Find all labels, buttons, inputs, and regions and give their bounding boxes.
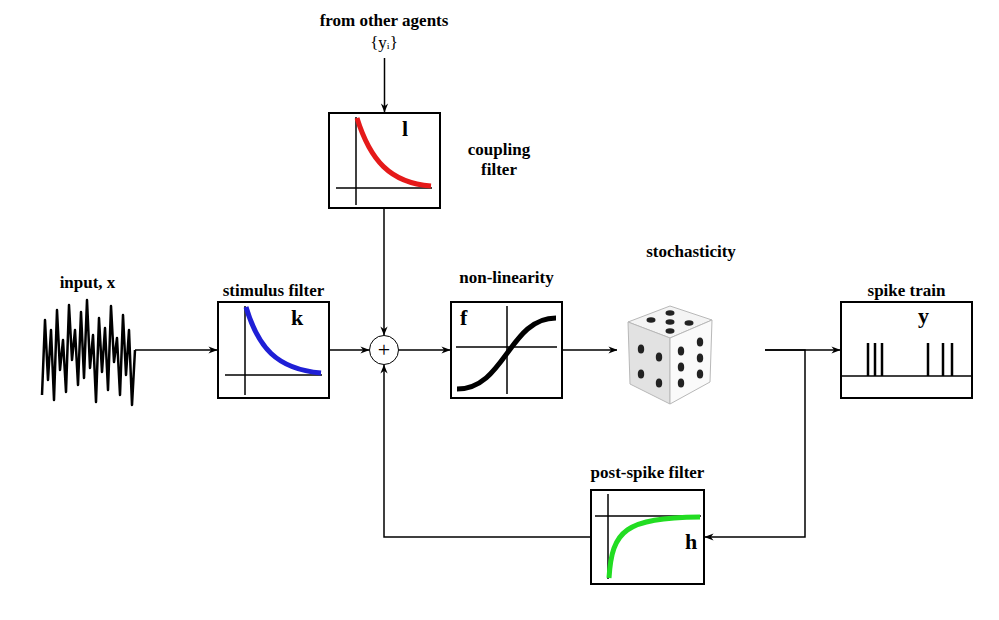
dice-pip	[685, 320, 694, 326]
stimulus-filter-box: stimulus filterk	[217, 301, 330, 399]
dice-pip	[678, 379, 684, 388]
input-label: input, x	[60, 273, 116, 293]
source-label: from other agents	[320, 10, 449, 32]
dice-pip	[656, 353, 662, 362]
dice-pip	[638, 345, 644, 354]
dice-face	[628, 322, 670, 404]
dice-pip	[656, 379, 662, 388]
spike-mark	[942, 343, 945, 376]
post-spike-filter-box: post-spike filterh	[590, 489, 705, 585]
input-waveform	[42, 300, 135, 405]
dice-face	[670, 320, 712, 404]
coupling-kernel-curve	[357, 118, 431, 186]
signal-arrow	[383, 209, 385, 335]
signal-arrow	[705, 350, 805, 537]
dice-pip	[697, 370, 703, 379]
filter-symbol: k	[291, 307, 303, 329]
spike-train-box: spike trainy	[840, 301, 973, 399]
plot-axis	[225, 374, 322, 376]
input-signal: input, x	[40, 295, 135, 405]
filter-symbol: l	[402, 118, 408, 140]
spike-mark	[951, 343, 954, 376]
dice-pip	[697, 338, 703, 347]
dice-pip	[638, 370, 644, 379]
spike-mark	[867, 343, 870, 376]
filter-label: stimulus filter	[223, 281, 325, 301]
plot-axis	[355, 117, 357, 205]
output-symbol: y	[918, 305, 929, 327]
dice-pip	[666, 328, 675, 334]
dice-pip	[697, 354, 703, 363]
stage-label: non-linearity	[459, 268, 553, 288]
signal-arrow	[399, 349, 450, 351]
agents-source: from other agents{yᵢ}	[284, 4, 484, 58]
filter-symbol: h	[685, 531, 697, 553]
plot-axis	[336, 187, 432, 189]
signal-arrow	[330, 349, 369, 351]
signal-arrow	[135, 349, 217, 351]
coupling-filter-box: lcoupling filter	[328, 112, 441, 209]
plot-axis	[456, 346, 557, 348]
dice-pip	[666, 319, 675, 325]
signal-arrow	[563, 349, 617, 351]
spike-mark	[874, 343, 877, 376]
stochasticity-dice: stochasticity	[617, 300, 765, 400]
spike-mark	[927, 343, 930, 376]
plot-axis	[244, 306, 246, 395]
sum-symbol: +	[378, 339, 390, 361]
signal-arrow	[384, 58, 386, 112]
stage-label: stochasticity	[646, 242, 736, 262]
dice-pip	[678, 347, 684, 356]
dice-pip	[647, 317, 656, 323]
output-label: spike train	[868, 281, 946, 301]
post-spike-kernel-curve	[609, 517, 700, 578]
spike-mark	[881, 343, 884, 376]
source-symbol: {yᵢ}	[370, 32, 398, 54]
nonlinearity-box: non-linearityf	[450, 301, 563, 399]
stimulus-kernel-curve	[246, 307, 321, 373]
function-symbol: f	[460, 307, 467, 329]
dice-pip	[678, 363, 684, 372]
dice-pip	[666, 310, 675, 316]
filter-label: coupling filter	[453, 140, 545, 181]
dice-pips	[638, 310, 703, 387]
summation-node: +	[369, 335, 399, 365]
dice-illustration	[628, 306, 712, 404]
sigmoid-curve	[457, 318, 556, 389]
signal-arrow	[384, 365, 590, 537]
spike-marks	[868, 343, 952, 376]
filter-label: post-spike filter	[591, 463, 705, 483]
